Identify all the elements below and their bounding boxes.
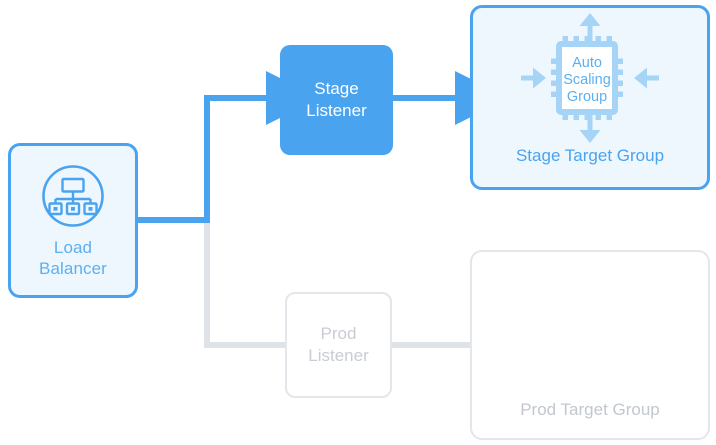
node-label-line1: Stage [314, 79, 359, 98]
node-label-line2: Listener [306, 101, 367, 120]
asg-label-line1: Auto [572, 55, 602, 71]
asg-label-line3: Group [567, 89, 607, 105]
node-label-line2: Balancer [39, 258, 107, 278]
group-label-prod-target-group: Prod Target Group [520, 400, 660, 419]
node-prod-listener[interactable]: Prod Listener [285, 292, 392, 398]
node-label-stage-listener: Stage Listener [306, 78, 366, 122]
node-label-line1: Load [53, 237, 93, 257]
load-balancer-hierarchy-icon [42, 164, 104, 227]
node-prod-target-group[interactable]: Prod Target Group [470, 250, 710, 440]
node-label-load-balancer: Load Balancer [39, 237, 107, 279]
auto-scaling-group-chip-icon: Auto Scaling Group [521, 13, 659, 143]
connector-lb-to-prod-listener [138, 217, 285, 348]
connector-lb-to-stage-listener [138, 71, 320, 223]
node-label-line1: Prod [320, 324, 357, 343]
arrow-right-inward-icon [521, 67, 546, 89]
node-label-line2: Listener [308, 346, 369, 365]
node-stage-listener[interactable]: Stage Listener [280, 45, 393, 155]
asg-label-line2: Scaling [563, 72, 611, 88]
node-stage-target-group[interactable]: Auto Scaling Group Stage Target Group [470, 5, 710, 190]
group-label-stage-target-group: Stage Target Group [515, 146, 665, 165]
auto-scaling-group-figure: Auto Scaling Group [515, 12, 665, 144]
arrow-left-inward-icon [634, 67, 659, 89]
node-load-balancer[interactable]: Load Balancer [8, 143, 138, 298]
node-label-prod-listener: Prod Listener [308, 323, 368, 367]
